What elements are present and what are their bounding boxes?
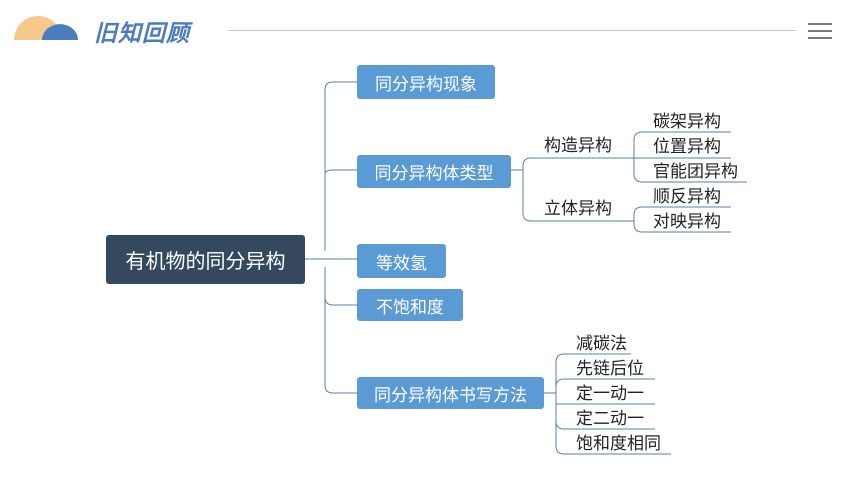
connector-unsaturation <box>324 267 357 306</box>
connector-leaf-1 <box>633 131 731 158</box>
leaf-fix-one-move-one: 定一动一 <box>576 384 644 404</box>
leaf-carbon-chain: 碳架异构 <box>653 112 721 132</box>
leaf-chain-then-position: 先链后位 <box>576 359 644 379</box>
connector-leaf-3 <box>633 158 747 183</box>
connector-leaf-7 <box>555 378 655 393</box>
sun-icon <box>12 16 82 43</box>
leaf-position: 位置异构 <box>653 137 721 157</box>
connector-phenomenon <box>324 81 357 251</box>
header-title: 旧知回顾 <box>94 21 190 47</box>
mindmap-root: 有机物的同分异构 <box>106 235 305 284</box>
branch-phenomenon: 同分异构现象 <box>357 65 495 99</box>
leaf-functional-group: 官能团异构 <box>653 162 738 182</box>
connector-leaf-10 <box>555 393 671 455</box>
leaf-same-saturation: 饱和度相同 <box>576 434 661 454</box>
header-divider <box>228 30 796 31</box>
connector-structural <box>522 157 616 170</box>
leaf-carbon-reduction: 减碳法 <box>576 334 627 354</box>
branch-unsaturation: 不饱和度 <box>357 289 463 321</box>
connector-leaf-6 <box>555 353 631 393</box>
hamburger-menu-icon[interactable] <box>806 21 834 41</box>
leaf-cis-trans: 顺反异构 <box>653 187 721 207</box>
sub-structural: 构造异构 <box>544 136 612 156</box>
branch-types: 同分异构体类型 <box>357 155 511 188</box>
leaf-fix-two-move-one: 定二动一 <box>576 409 644 429</box>
connector-writing <box>324 297 357 394</box>
connector-leaf-5 <box>633 221 731 233</box>
connector-leaf-4 <box>633 206 731 221</box>
sub-stereo: 立体异构 <box>544 199 612 219</box>
connector-stereo <box>522 170 616 222</box>
branch-writing: 同分异构体书写方法 <box>357 377 544 409</box>
branch-equivalent-h: 等效氢 <box>357 244 446 278</box>
connector-types <box>324 169 357 175</box>
leaf-enantiomer: 对映异构 <box>653 212 721 232</box>
